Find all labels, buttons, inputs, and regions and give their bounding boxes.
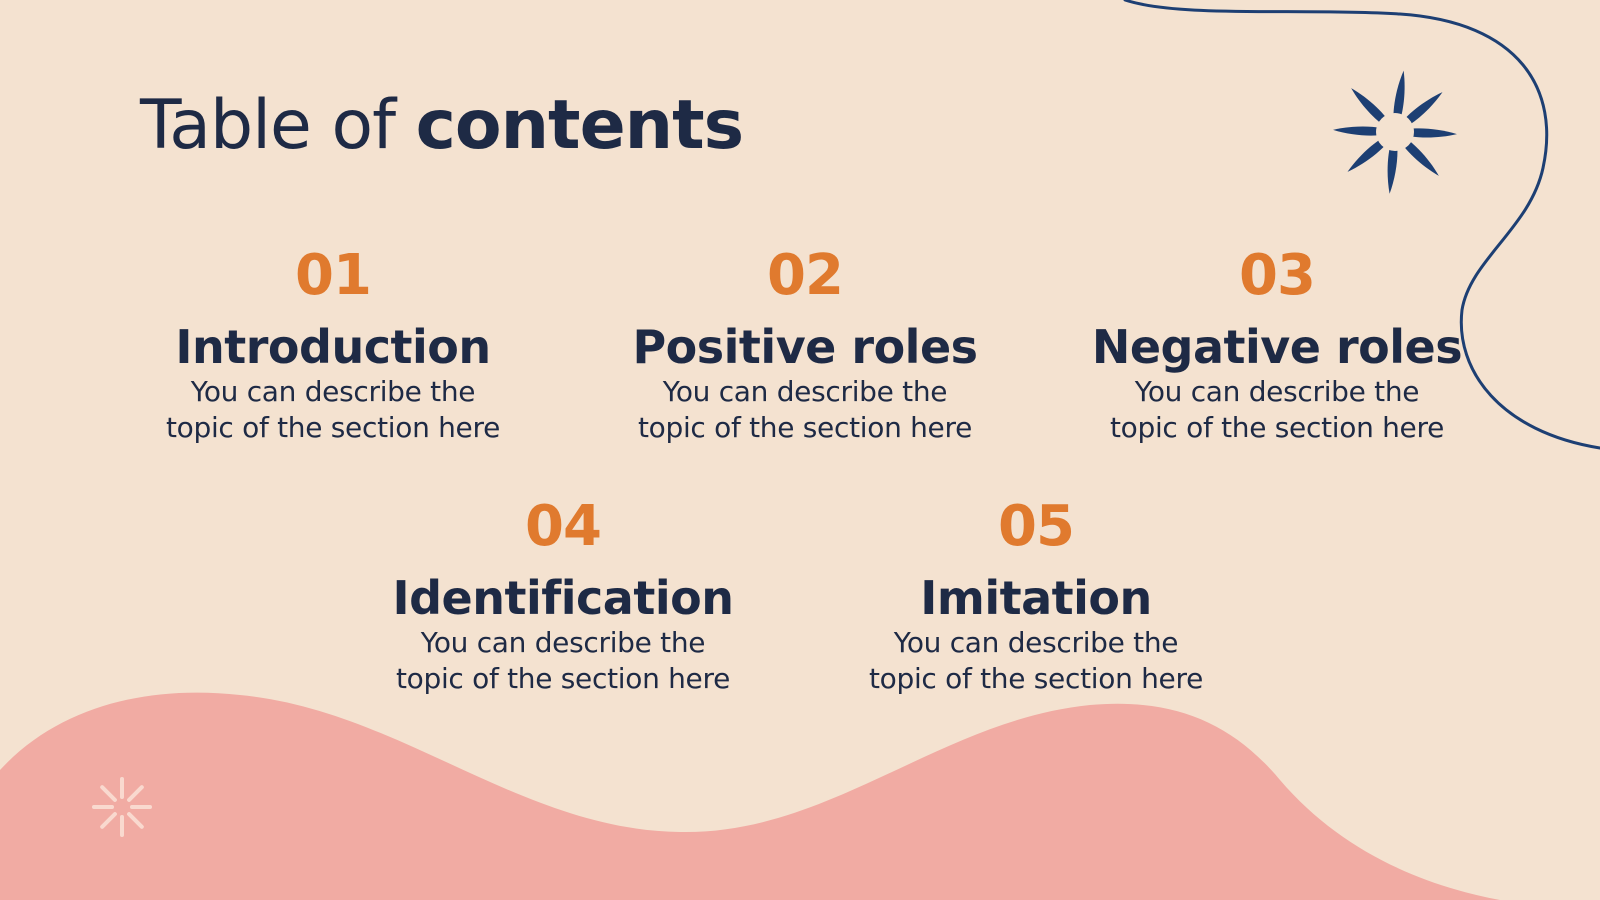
description-line-1: You can describe the	[190, 375, 476, 408]
section-number: 02	[767, 243, 844, 308]
description-line-2: topic of the section here	[637, 411, 973, 444]
section-description: You can describe the topic of the sectio…	[123, 374, 543, 446]
section-number: 05	[998, 494, 1075, 559]
description-line-1: You can describe the	[420, 626, 706, 659]
page-title: Table of contents	[140, 92, 744, 160]
section-description: You can describe the topic of the sectio…	[353, 625, 773, 697]
description-line-2: topic of the section here	[868, 662, 1204, 695]
curvy-line	[1123, 0, 1600, 450]
sparkle-icon	[92, 777, 152, 837]
section-description: You can describe the topic of the sectio…	[595, 374, 1015, 446]
section-heading: Introduction	[175, 320, 491, 374]
description-line-2: topic of the section here	[395, 662, 731, 695]
description-line-2: topic of the section here	[165, 411, 501, 444]
asterisk-burst-icon	[1333, 70, 1457, 194]
section-04: 04 Identification You can describe the t…	[353, 497, 773, 697]
section-03: 03 Negative roles You can describe the t…	[1067, 246, 1487, 446]
description-line-2: topic of the section here	[1109, 411, 1445, 444]
title-regular-text: Table of	[140, 86, 416, 165]
description-line-1: You can describe the	[893, 626, 1179, 659]
section-heading: Positive roles	[632, 320, 978, 374]
section-heading: Identification	[392, 571, 734, 625]
section-description: You can describe the topic of the sectio…	[826, 625, 1246, 697]
pink-wave-shape	[0, 692, 1500, 900]
section-05: 05 Imitation You can describe the topic …	[826, 497, 1246, 697]
title-bold-text: contents	[415, 86, 744, 165]
section-description: You can describe the topic of the sectio…	[1067, 374, 1487, 446]
section-heading: Imitation	[920, 571, 1152, 625]
description-line-1: You can describe the	[662, 375, 948, 408]
section-number: 04	[525, 494, 602, 559]
section-02: 02 Positive roles You can describe the t…	[595, 246, 1015, 446]
section-01: 01 Introduction You can describe the top…	[123, 246, 543, 446]
description-line-1: You can describe the	[1134, 375, 1420, 408]
section-number: 03	[1239, 243, 1316, 308]
section-heading: Negative roles	[1091, 320, 1463, 374]
section-number: 01	[295, 243, 372, 308]
